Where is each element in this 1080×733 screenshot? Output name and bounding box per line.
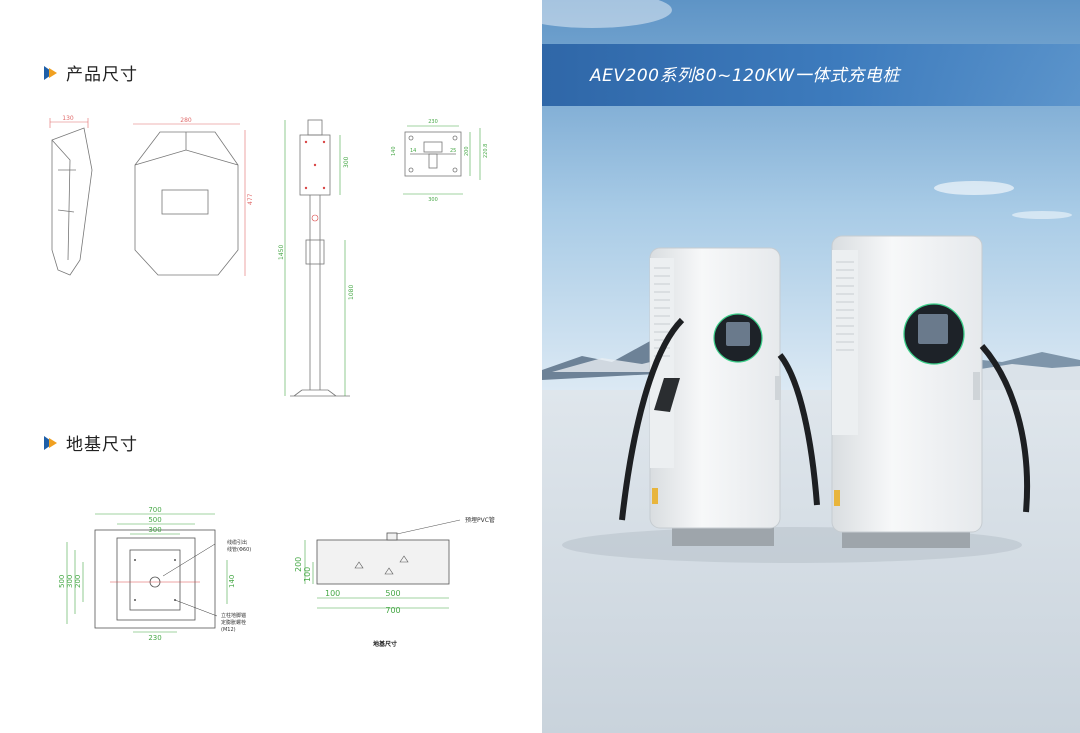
plan-700-label: 700 xyxy=(148,506,161,514)
base-plate-view xyxy=(404,131,462,177)
charger-photo xyxy=(542,0,1080,733)
section-arrow-icon xyxy=(44,65,60,80)
post-height-label: 1450 xyxy=(278,245,285,260)
spec-page: 产品尺寸 130 280 477 xyxy=(44,60,495,648)
section-w100-label: 100 xyxy=(325,589,340,598)
section-pvc-label: 预埋PVC管 xyxy=(465,516,495,524)
product-photo-page: AEV200系列80~120KW一体式充电桩 xyxy=(542,0,1080,733)
product-dimension-drawing: 130 280 477 xyxy=(49,115,489,397)
base-dim-14-label: 14 xyxy=(410,148,416,154)
section-title-foundation: 地基尺寸 xyxy=(66,435,138,455)
note-cable-label: 线缆引出 xyxy=(227,539,247,546)
section-arrow-icon xyxy=(44,435,60,450)
plan-v140-label: 140 xyxy=(228,575,236,588)
plan-500-label: 500 xyxy=(148,516,161,524)
note-bolt-label: 立柱地脚锚 xyxy=(221,612,246,619)
charger-unit-right xyxy=(831,235,1031,548)
charger-unit-left xyxy=(619,247,820,546)
post-lower-label: 1080 xyxy=(348,285,355,300)
front-view xyxy=(134,131,239,276)
section-w500-label: 500 xyxy=(385,589,400,598)
note-bolt2-label: 定膨胀螺栓 xyxy=(221,619,246,626)
base-h3-label: 220.8 xyxy=(483,144,489,158)
base-width-label: 300 xyxy=(428,197,438,203)
plan-v200-label: 200 xyxy=(74,575,82,588)
side-width-label: 130 xyxy=(62,115,74,122)
section-header-product: 产品尺寸 xyxy=(44,60,138,85)
note-bolt3-label: (M12) xyxy=(221,627,236,633)
front-height-label: 477 xyxy=(247,193,254,205)
section-title-product: 产品尺寸 xyxy=(66,65,138,85)
post-plate-label: 300 xyxy=(343,156,350,168)
title-banner: AEV200系列80~120KW一体式充电桩 xyxy=(542,44,1080,106)
section-h200-label: 200 xyxy=(294,557,303,572)
side-view xyxy=(51,127,93,276)
base-dim-25-label: 25 xyxy=(450,148,456,154)
base-h1-label: 140 xyxy=(391,146,397,156)
section-w700-label: 700 xyxy=(385,606,400,615)
base-h2-label: 200 xyxy=(464,146,470,156)
base-top-width-label: 230 xyxy=(428,119,438,125)
note-cable2-label: 线管(Φ60) xyxy=(227,546,251,553)
plan-v500-label: 500 xyxy=(58,575,66,588)
section-h100-label: 100 xyxy=(303,567,312,582)
section-caption: 地基尺寸 xyxy=(373,640,397,648)
section-header-foundation: 地基尺寸 xyxy=(44,430,138,455)
plan-v300-label: 300 xyxy=(66,575,74,588)
front-width-label: 280 xyxy=(180,117,192,124)
post-view xyxy=(290,119,350,397)
plan-230-label: 230 xyxy=(148,634,161,642)
foundation-dimension-drawing: 700 500 300 230 500 300 200 140 线缆引出 线管(… xyxy=(58,506,495,648)
banner-title: AEV200系列80~120KW一体式充电桩 xyxy=(590,66,900,86)
plan-300-label: 300 xyxy=(148,526,161,534)
